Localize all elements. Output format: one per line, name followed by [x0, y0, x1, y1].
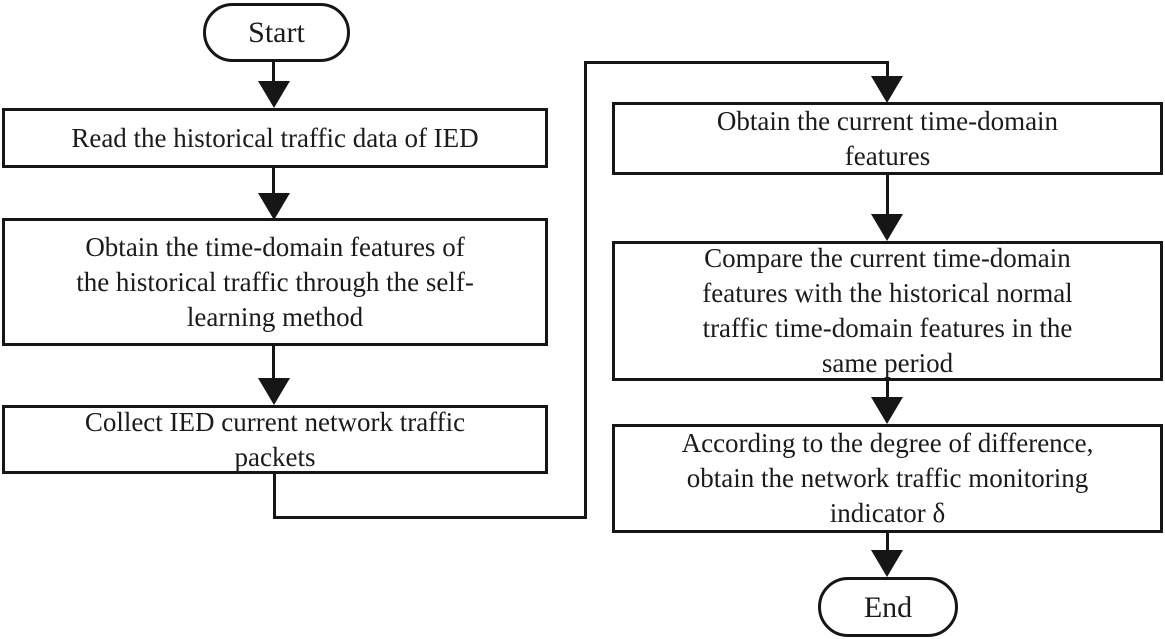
node-collect-current-packets: Collect IED current network traffic pack…	[2, 405, 548, 474]
connector-top-horizontal-segment	[584, 61, 889, 64]
arrow-read-to-obtain-head-icon	[258, 193, 290, 220]
arrow-current-to-compare-stem	[886, 175, 889, 217]
connector-vertical-riser-segment	[584, 61, 587, 519]
arrow-read-to-obtain-stem	[272, 168, 275, 196]
node-end: End	[818, 577, 958, 637]
arrow-obtain-to-collect-head-icon	[258, 378, 290, 405]
connector-bottom-horizontal-segment	[273, 516, 587, 519]
node-obtain-historical-features: Obtain the time-domain features of the h…	[2, 218, 548, 346]
node-start: Start	[203, 3, 350, 62]
node-compare-features: Compare the current time-domain features…	[612, 241, 1163, 381]
arrow-indicator-to-end-stem	[886, 533, 889, 555]
connector-collect-down-segment	[273, 473, 276, 519]
connector-into-current-features-head-icon	[871, 76, 903, 103]
arrow-obtain-to-collect-stem	[272, 346, 275, 381]
node-monitoring-indicator: According to the degree of difference, o…	[612, 424, 1163, 533]
arrow-indicator-to-end-head-icon	[871, 550, 903, 577]
connector-into-current-features-stem	[886, 61, 889, 83]
arrow-start-to-read-stem	[272, 60, 275, 84]
node-obtain-current-features: Obtain the current time-domain features	[612, 102, 1163, 175]
node-read-historical-data: Read the historical traffic data of IED	[2, 108, 548, 168]
arrow-current-to-compare-head-icon	[871, 214, 903, 241]
arrow-start-to-read-head-icon	[258, 81, 290, 108]
arrow-compare-to-indicator-head-icon	[871, 397, 903, 424]
arrow-compare-to-indicator-stem	[886, 381, 889, 403]
